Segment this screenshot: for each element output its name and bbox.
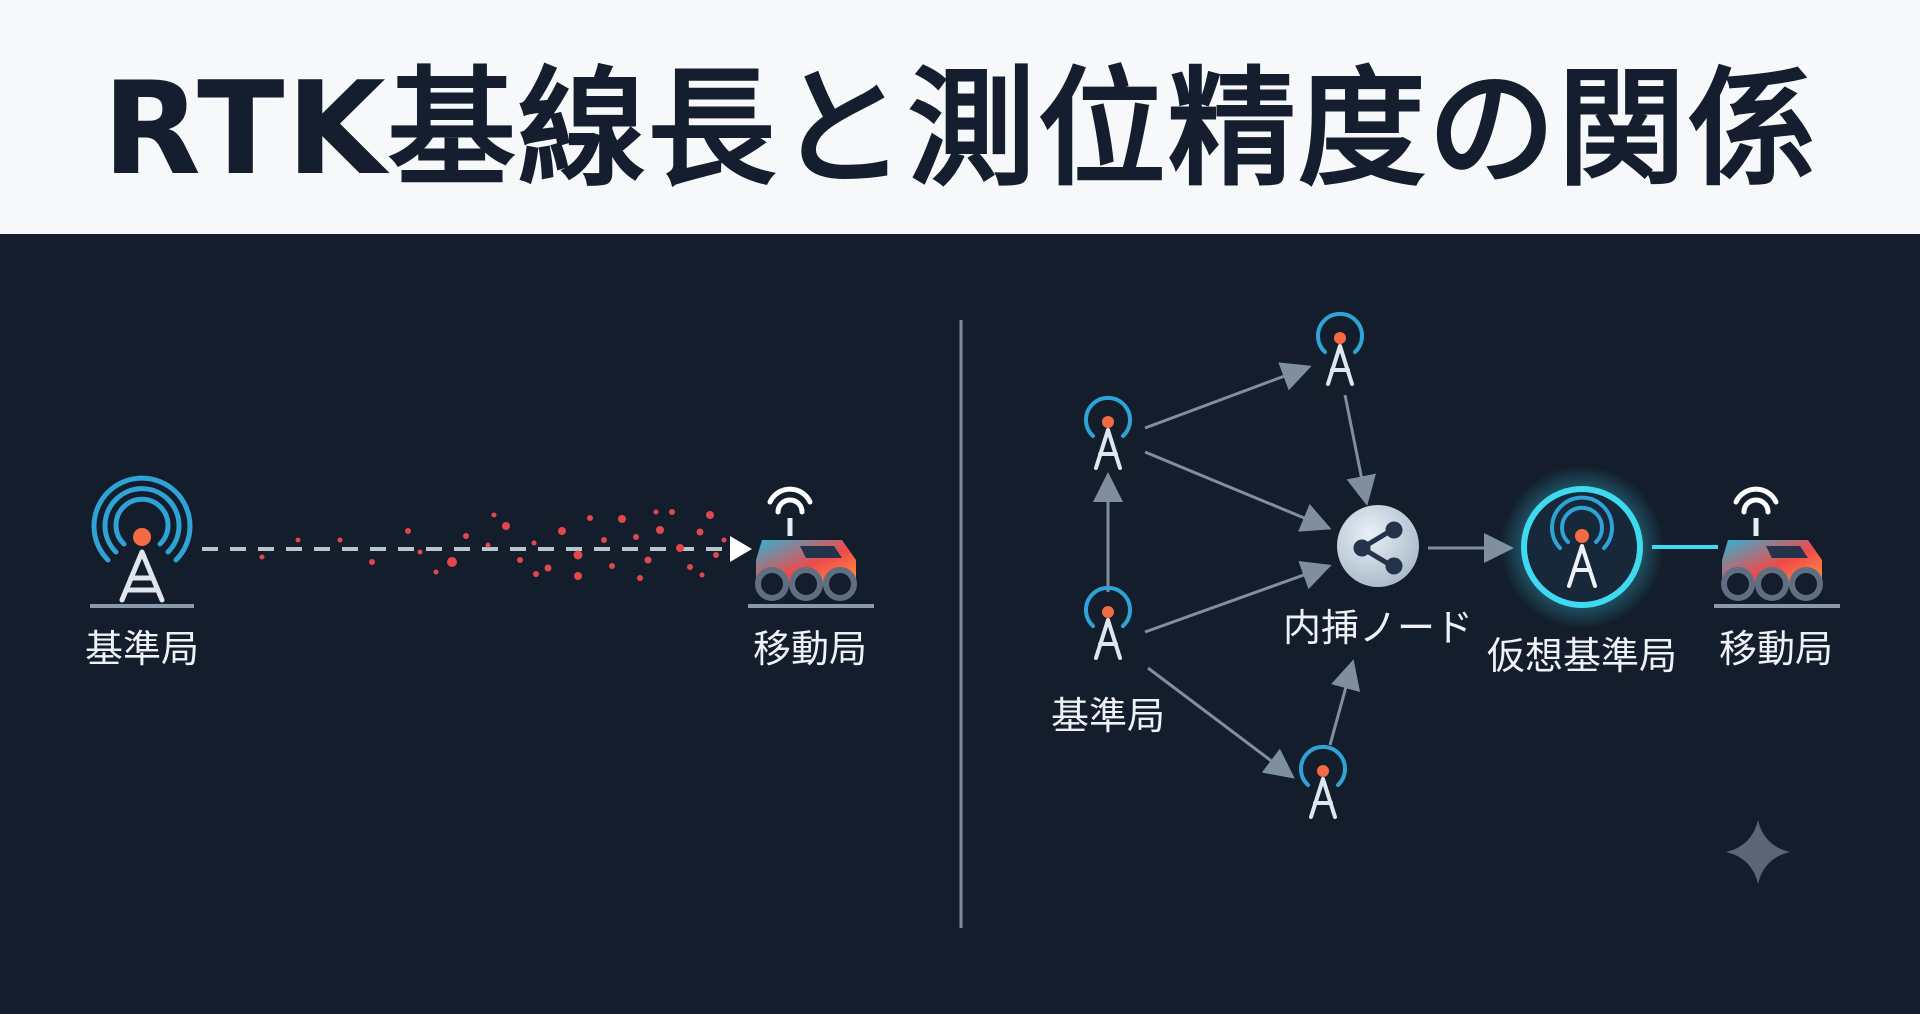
network-arrows (1093, 362, 1514, 779)
left-base-station: 基準局 (85, 475, 199, 671)
page-title: RTK基線長と測位精度の関係 (102, 54, 1818, 204)
radio-tower-icon (1084, 395, 1132, 470)
network-base-station-label: 基準局 (1051, 694, 1165, 738)
rover-vehicle-icon (1714, 486, 1840, 608)
error-scatter-dots (259, 509, 727, 581)
network-base-station-upper-left (1084, 395, 1132, 470)
network-base-station-lower-left: 基準局 (1051, 585, 1165, 738)
network-base-station-bottom (1299, 744, 1347, 819)
left-rover: 移動局 (748, 486, 874, 671)
interpolation-node-label: 内挿ノード (1283, 606, 1473, 650)
radio-tower-icon (90, 475, 194, 608)
virtual-reference-station: 仮想基準局 (1487, 465, 1677, 678)
header-banner: RTK基線長と測位精度の関係 (0, 0, 1920, 234)
network-node-icon (1353, 521, 1403, 575)
left-base-station-label: 基準局 (85, 627, 199, 671)
right-rover: 移動局 (1714, 486, 1840, 671)
rover-vehicle-icon (748, 486, 874, 608)
radio-tower-icon (1550, 495, 1614, 588)
baseline-arrowhead (730, 536, 752, 562)
network-base-station-top (1316, 311, 1364, 386)
radio-tower-icon (1316, 311, 1364, 386)
sparkle-icon (1726, 820, 1790, 884)
interpolation-node: 内挿ノード (1283, 505, 1473, 650)
radio-tower-icon (1299, 744, 1347, 819)
right-rover-label: 移動局 (1719, 627, 1833, 671)
radio-tower-icon (1084, 585, 1132, 660)
left-rover-label: 移動局 (753, 627, 867, 671)
virtual-reference-station-label: 仮想基準局 (1487, 634, 1677, 678)
